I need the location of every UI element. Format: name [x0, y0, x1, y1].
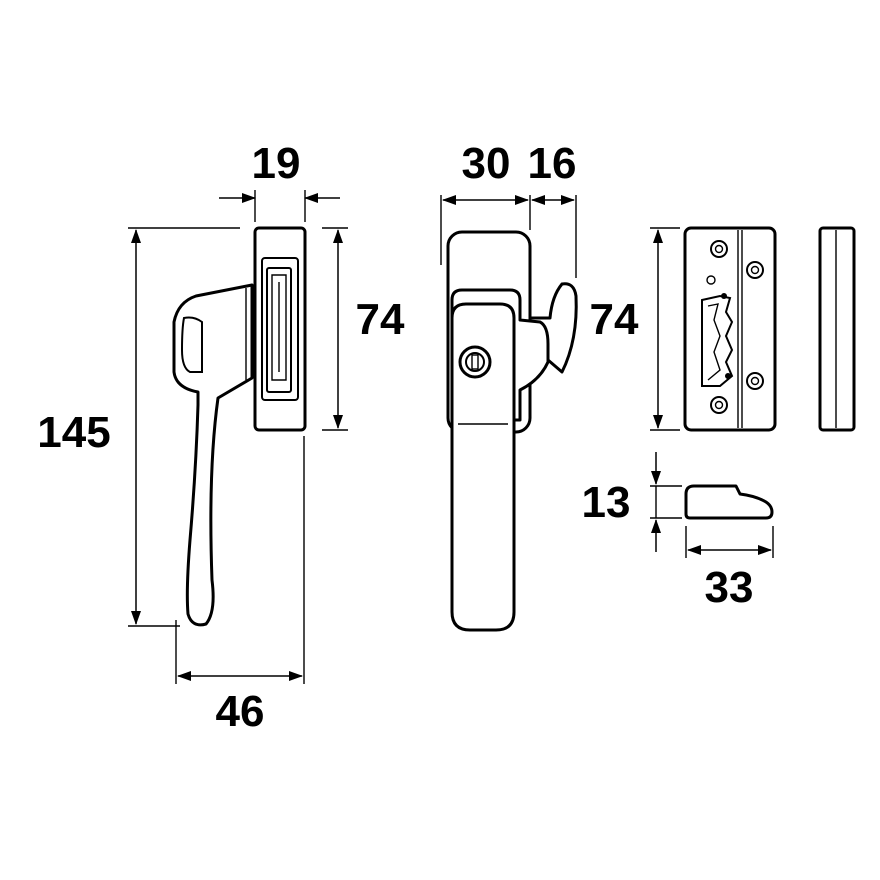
side-base-inner: [261, 257, 299, 401]
side-slot: [266, 267, 292, 393]
dim-46-label: 46: [216, 687, 265, 736]
dim-74-keeper-label: 74: [590, 295, 639, 344]
dim-13-label: 13: [582, 478, 631, 527]
keeper-clip: [701, 294, 734, 387]
dim-30-label: 30: [462, 139, 511, 188]
dim-145-label: 145: [37, 408, 110, 457]
dim-16-label: 16: [528, 139, 577, 188]
dim-33-label: 33: [705, 563, 754, 612]
side-view: 19 74 145 46: [37, 139, 405, 736]
dim-74-side-label: 74: [356, 295, 405, 344]
wedge-part: [684, 484, 774, 520]
side-lever: [172, 283, 254, 627]
dim-19-label: 19: [252, 139, 301, 188]
wedge-view: 13 33: [582, 452, 774, 612]
keeper-screw-hole: [746, 261, 764, 279]
keeper-screw-hole: [710, 240, 728, 258]
keeper-side-profile: [818, 226, 856, 432]
keeper-view: 74: [590, 226, 856, 432]
lock-cylinder: [458, 345, 492, 379]
keeper-screw-hole: [746, 372, 764, 390]
keeper-screw-hole: [710, 396, 728, 414]
front-lever: [450, 302, 516, 632]
front-view: 30 16: [440, 139, 578, 632]
